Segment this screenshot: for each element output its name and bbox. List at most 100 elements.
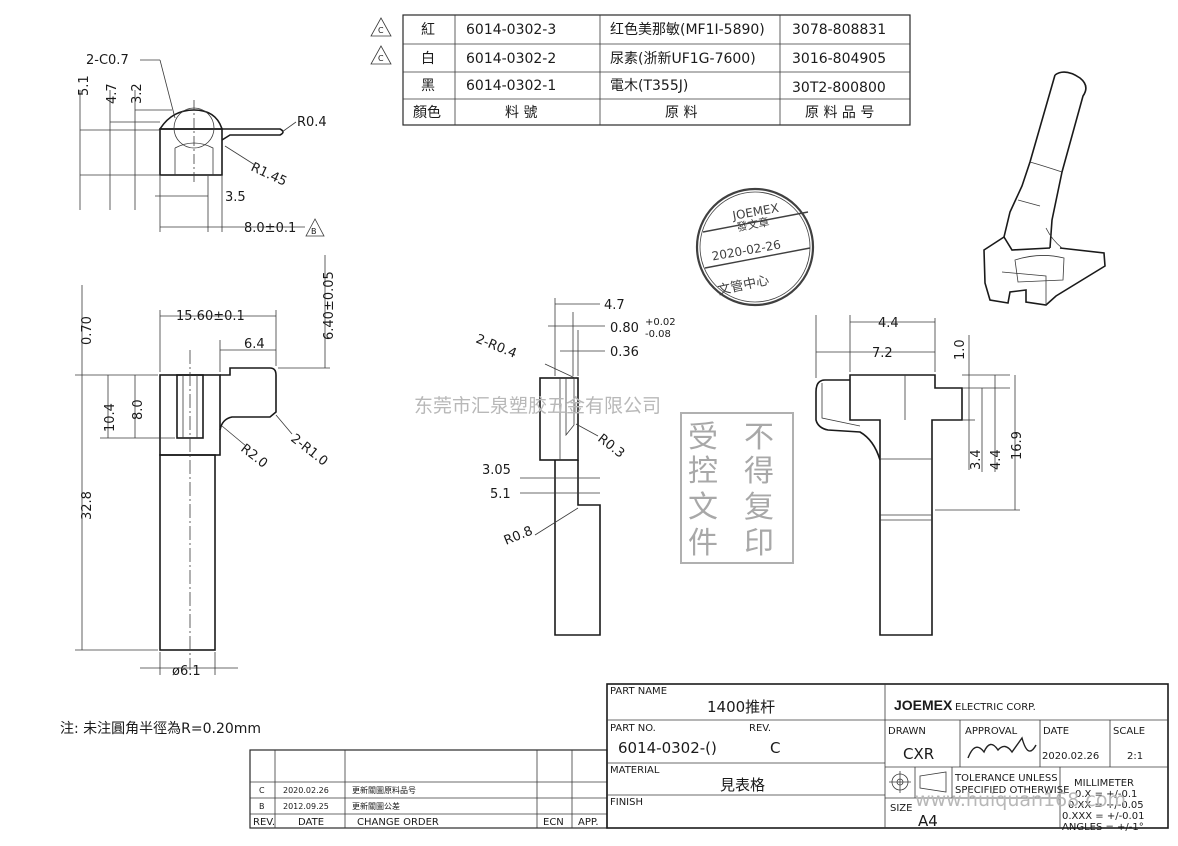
dim-4-7: 4.7 — [105, 83, 120, 104]
title-block: PART NAME 1400推杆 JOEMEX ELECTRIC CORP. P… — [606, 683, 1169, 833]
dim-r0-4: R0.4 — [297, 115, 327, 130]
header-material-code: 原 料 品 号 — [805, 105, 874, 121]
dim-6-40: 6.40±0.05 — [322, 271, 337, 340]
part-no-cell: 6014-0302-3 — [466, 22, 556, 38]
dim-8-0-front: 8.0 — [131, 399, 146, 420]
rev-triangle-icon: C — [370, 45, 392, 65]
dim-6-4: 6.4 — [244, 337, 265, 352]
company-name: JOEMEX — [894, 697, 953, 713]
material-code-cell: 30T2-800800 — [792, 80, 886, 96]
change-cell: 更新關圖公差 — [352, 801, 400, 811]
tolerance-line2: SPECIFIED OTHERWISE — [955, 785, 1069, 796]
stamp-center: 文管中心 — [717, 273, 771, 298]
company-suffix: ELECTRIC CORP. — [955, 702, 1036, 713]
rev-cell: B — [259, 802, 265, 811]
svg-text:文: 文 — [688, 490, 718, 525]
revision-table: C 2020.02.26 更新關圖原料品号 B 2012.09.25 更新關圖公… — [249, 749, 608, 829]
scale: 2:1 — [1127, 751, 1143, 762]
tol-xxx: 0.XXX = +/-0.01 — [1062, 811, 1144, 822]
dim-15-60: 15.60±0.1 — [176, 309, 245, 324]
svg-text:得: 得 — [744, 454, 774, 489]
header-part-no: 料 號 — [505, 105, 537, 121]
svg-text:控: 控 — [688, 454, 718, 489]
front-view: 15.60±0.1 6.4 0.70 10.4 8.0 32.8 6.40±0.… — [75, 255, 337, 679]
watermark-company: 东莞市汇泉塑胶五金有限公司 — [414, 395, 661, 417]
finish-label: FINISH — [610, 797, 643, 808]
header-color: 顏色 — [413, 104, 441, 121]
joemex-stamp: JOEMEX 發文章 2020-02-26 文管中心 — [695, 187, 815, 307]
general-note: 注: 未注圓角半徑為R=0.20mm — [60, 721, 261, 737]
header-material: 原 料 — [665, 105, 697, 121]
dim-4-4-top: 4.4 — [878, 316, 899, 331]
b-triangle-icon: B — [305, 218, 325, 237]
svg-text:受: 受 — [688, 420, 718, 455]
tol-angles: ANGLES = +/-1° — [1062, 822, 1144, 833]
dim-r0-8: R0.8 — [502, 524, 535, 549]
sheet-size: A4 — [918, 812, 938, 830]
tol-xx: 0.XX = +/-0.05 — [1068, 800, 1144, 811]
top-view: 5.1 4.7 3.2 2-C0.7 R0.4 R1.45 3.5 8.0±0.… — [77, 53, 327, 237]
material-code-cell: 3016-804905 — [792, 51, 886, 67]
isometric-view — [983, 71, 1106, 306]
color-cell: 黑 — [421, 78, 435, 94]
dim-32-8: 32.8 — [80, 491, 95, 520]
size-label: SIZE — [890, 803, 912, 814]
material-code-cell: 3078-808831 — [792, 22, 886, 38]
dim-5-1-side: 5.1 — [490, 487, 511, 502]
drawn-label: DRAWN — [888, 726, 926, 737]
header-rev: REV. — [253, 817, 275, 828]
watermark-url: www.huiquan168.com — [915, 789, 1126, 811]
svg-text:印: 印 — [744, 526, 774, 561]
right-view: 4.4 7.2 1.0 3.4 4.4 16.9 — [815, 315, 1025, 636]
part-no-label: PART NO. — [610, 723, 656, 734]
svg-text:不: 不 — [744, 420, 774, 455]
rev-label: REV. — [749, 723, 771, 734]
dim-1-0: 1.0 — [953, 339, 968, 360]
dim-r0-4-side: 2-R0.4 — [474, 332, 519, 362]
material-cell: 尿素(浙新UF1G-7600) — [610, 51, 756, 67]
dim-8-0: 8.0±0.1 — [244, 221, 296, 236]
dim-10-4: 10.4 — [103, 403, 118, 432]
header-ecn: ECN — [543, 817, 564, 828]
rev-cell: C — [259, 786, 265, 795]
change-cell: 更新關圖原料品号 — [352, 785, 416, 795]
dim-3-2: 3.2 — [130, 83, 145, 104]
dim-4-4-side: 4.4 — [989, 449, 1004, 470]
dim-3-4: 3.4 — [969, 449, 984, 470]
date-cell: 2020.02.26 — [283, 786, 329, 795]
dim-r1-0: 2-R1.0 — [288, 431, 331, 469]
part-name-label: PART NAME — [610, 686, 667, 697]
stamp-dept: 發文章 — [735, 215, 770, 235]
header-app: APP. — [578, 817, 599, 828]
dim-diameter: ø6.1 — [172, 664, 201, 679]
dim-chamfer: 2-C0.7 — [86, 53, 129, 68]
color-cell: 白 — [421, 51, 435, 67]
dim-0-80: 0.80 — [610, 321, 639, 336]
tolerance-line1: TOLERANCE UNLESS — [954, 773, 1058, 784]
materials-table: C C 紅 6014-0302-3 红色美那敏(MF1I-5890) 3078-… — [370, 14, 911, 126]
svg-text:件: 件 — [688, 526, 718, 561]
scale-label: SCALE — [1113, 726, 1145, 737]
drawn-by: CXR — [903, 745, 934, 763]
date-cell: 2012.09.25 — [283, 802, 329, 811]
tol-x: 0.X = +/-0.1 — [1075, 789, 1137, 800]
side-view: 4.7 0.80 +0.02 -0.08 0.36 2-R0.4 R0.3 3.… — [474, 298, 676, 636]
header-date: DATE — [298, 817, 324, 828]
color-cell: 紅 — [421, 22, 435, 38]
rev-triangle-icon: C — [370, 17, 392, 37]
material-label: MATERIAL — [610, 765, 660, 776]
dim-0-70: 0.70 — [80, 316, 95, 345]
control-stamp: 不 得 复 印 受 控 文 件 — [680, 412, 794, 564]
dim-4-7-side: 4.7 — [604, 298, 625, 313]
drawing-date: 2020.02.26 — [1042, 751, 1099, 762]
material-value: 見表格 — [720, 776, 765, 794]
svg-text:复: 复 — [744, 490, 774, 525]
dim-5-1: 5.1 — [77, 75, 92, 96]
approval-signature — [967, 736, 1037, 759]
part-no-cell: 6014-0302-2 — [466, 51, 556, 67]
dim-0-36: 0.36 — [610, 345, 639, 360]
material-cell: 红色美那敏(MF1I-5890) — [610, 21, 765, 38]
rev-mark: C — [378, 26, 384, 35]
dim-7-2: 7.2 — [872, 346, 893, 361]
